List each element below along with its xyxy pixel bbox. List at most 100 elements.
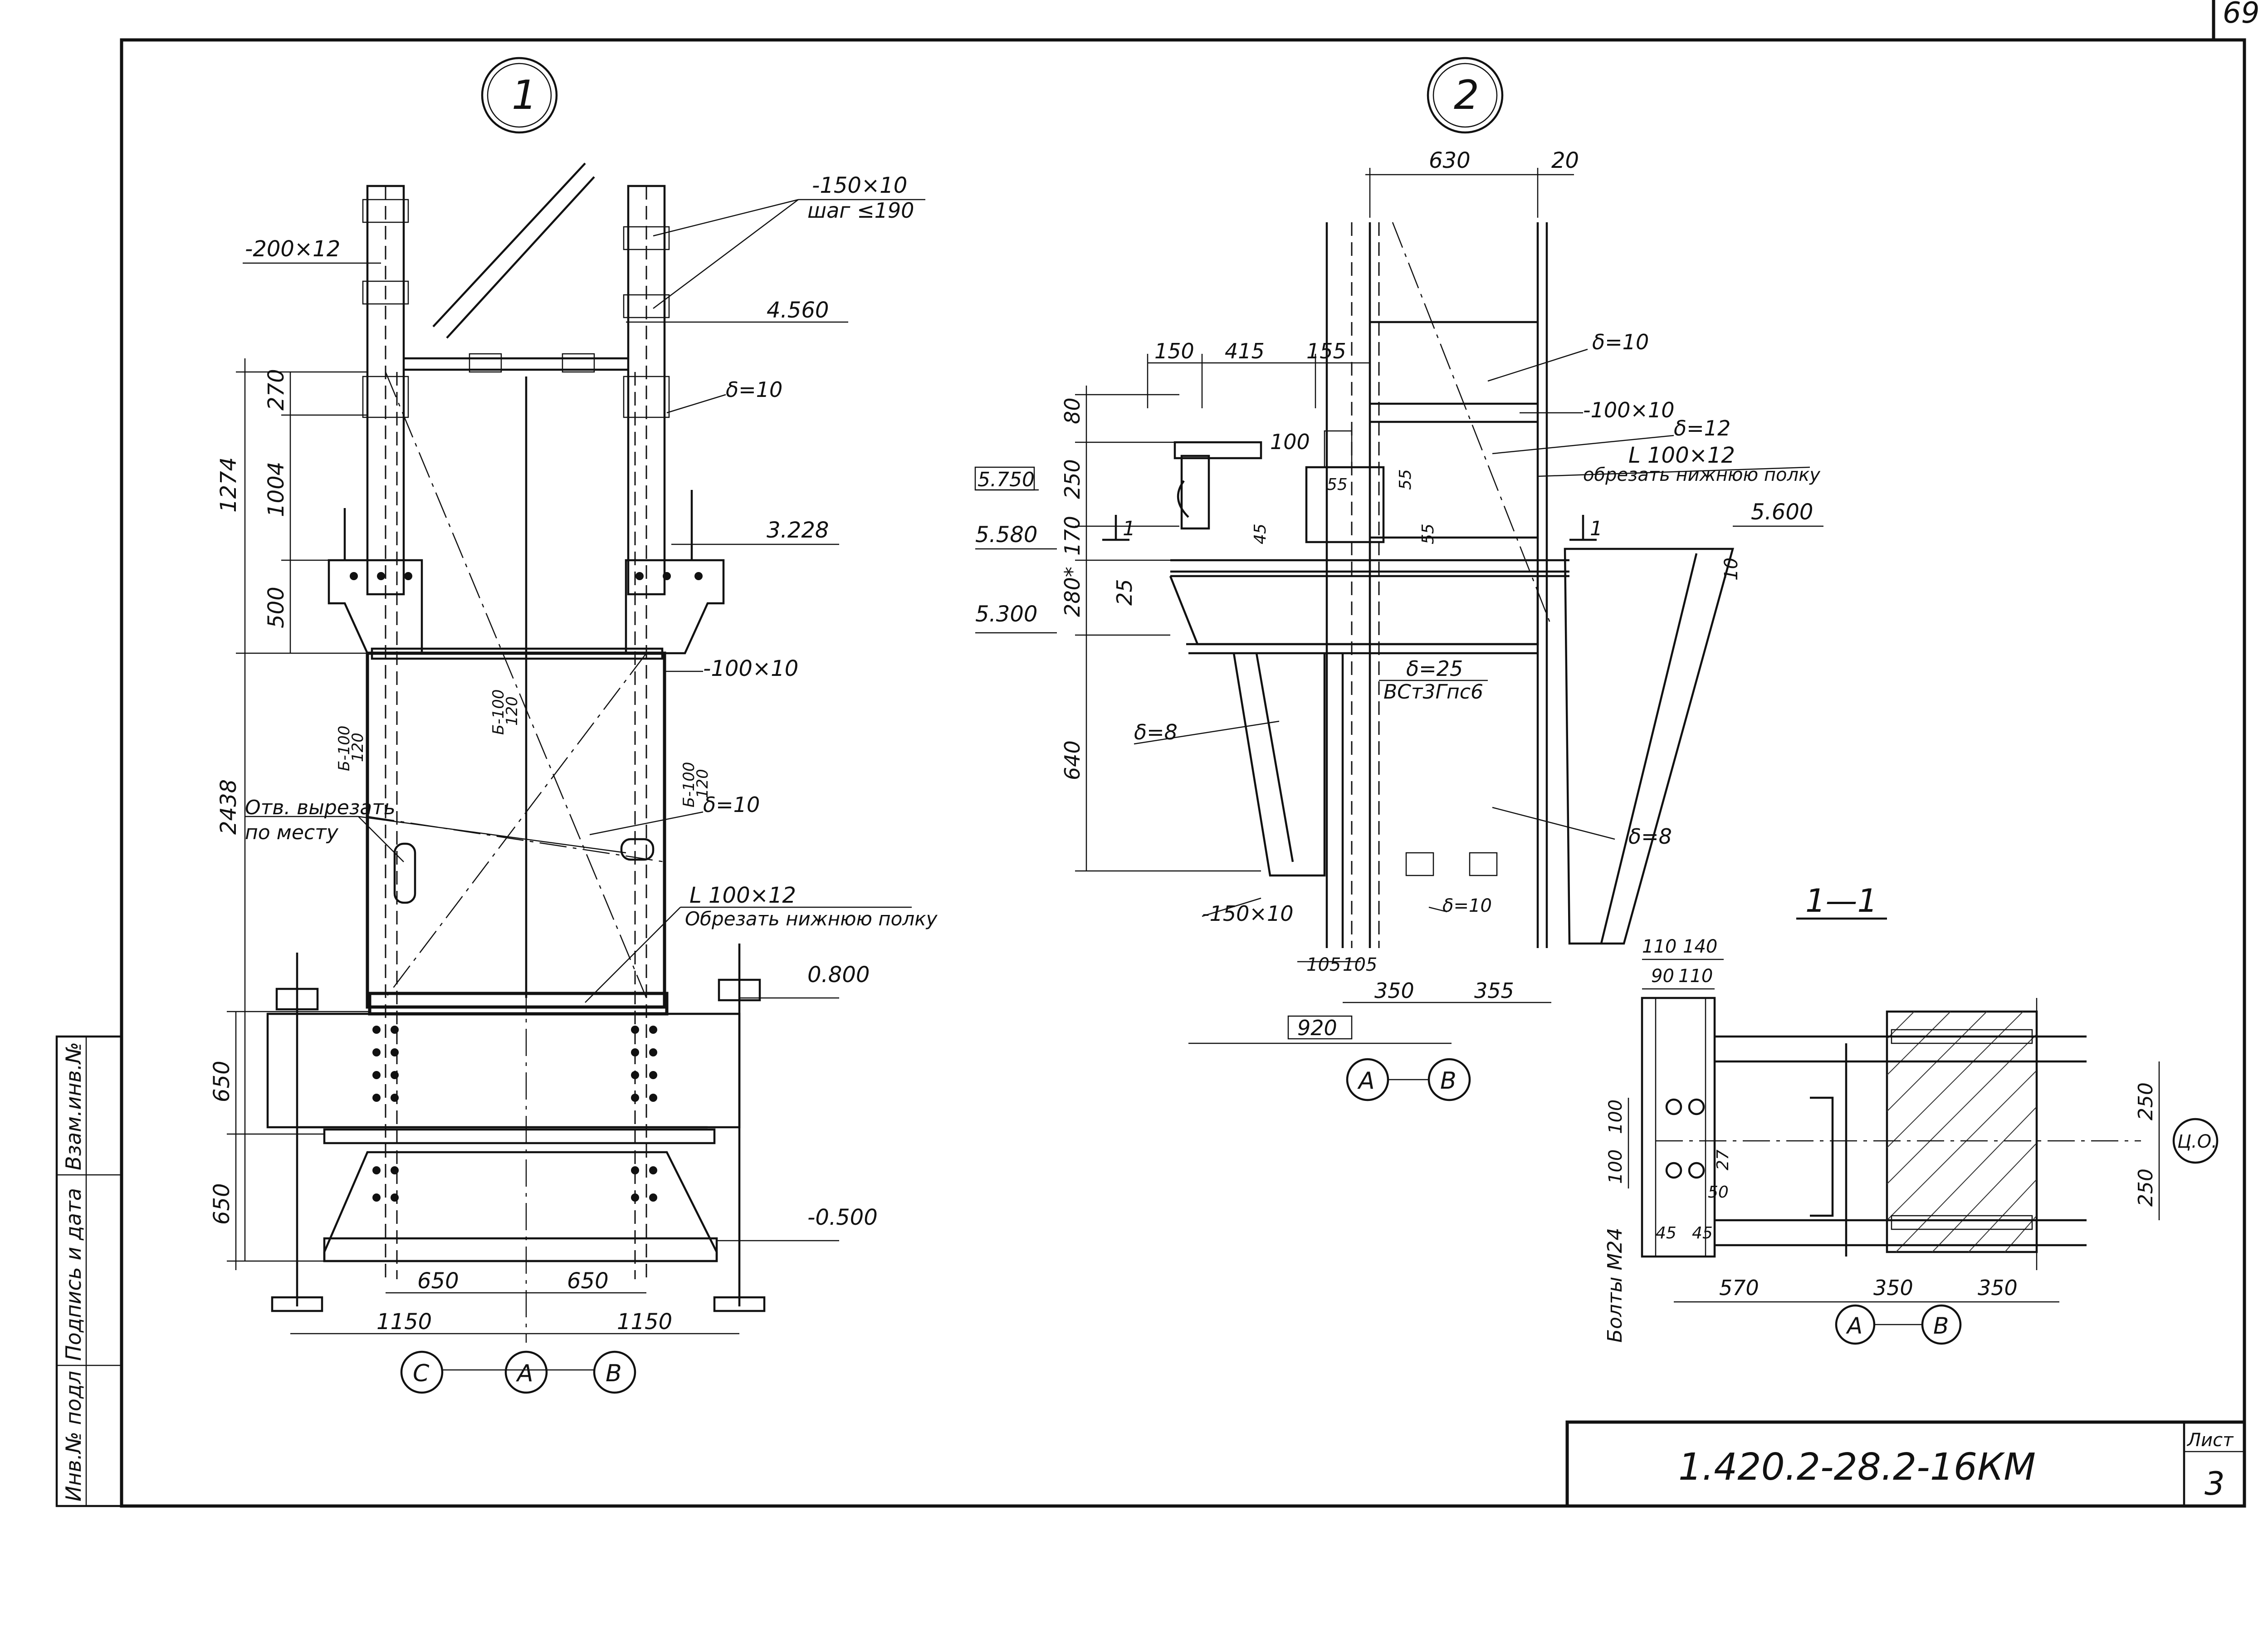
elev-4560: 4.560 xyxy=(767,298,829,323)
dim-45-b: 45 xyxy=(1692,1224,1713,1242)
axis-co-marker xyxy=(2172,1118,2219,1164)
label-delta-8-b: δ=8 xyxy=(1628,824,1672,849)
dim-630: 630 xyxy=(1429,148,1471,173)
label-delta-10-b: δ=10 xyxy=(703,792,760,817)
axis-b-label: В xyxy=(606,1360,622,1387)
view-2-marker xyxy=(1427,57,1504,134)
section-mark-right: 1 xyxy=(1590,517,1603,540)
label-steel: ВСт3Гпс6 xyxy=(1383,680,1483,704)
label-batten-pitch: шаг ≤190 xyxy=(807,198,914,223)
dim-20: 20 xyxy=(1551,148,1579,173)
label-batten: -150×10 xyxy=(812,173,907,198)
title-block: 1.420.2-28.2-16КМ Лист 3 xyxy=(1565,1420,2246,1508)
dim-640: 640 xyxy=(1060,740,1085,780)
axis-a-marker-2 xyxy=(1346,1058,1389,1101)
dim-100-a: 100 xyxy=(1605,1100,1626,1134)
dim-155: 155 xyxy=(1306,339,1346,363)
dim-150: 150 xyxy=(1154,339,1194,363)
hole-note-2: по месту xyxy=(245,821,339,844)
label-c100-1: Б-100 xyxy=(335,726,353,772)
label-c100-1b: 120 xyxy=(349,733,367,762)
dim-55-a: 55 xyxy=(1327,475,1348,494)
dim-45-a: 45 xyxy=(1656,1224,1677,1242)
axis-a-label: А xyxy=(516,1360,533,1387)
label-plate-200x12: -200×12 xyxy=(245,236,340,262)
dim-920: 920 xyxy=(1297,1016,1337,1040)
axis-b-label-3: В xyxy=(1933,1313,1949,1339)
label-delta-10-b: δ=10 xyxy=(1442,895,1492,916)
side-stamp: Инв.№ подл Подпись и дата Взам.инв.№ xyxy=(55,1035,123,1507)
axis-c-marker xyxy=(400,1350,444,1394)
label-plate-150x10: -150×10 xyxy=(1202,901,1293,926)
label-plate-100x10: -100×10 xyxy=(1583,398,1674,422)
sheet-number: 3 xyxy=(2204,1465,2225,1502)
view-2: 2 630 20 xyxy=(974,57,1823,1101)
elev-m0500: -0.500 xyxy=(807,1205,878,1230)
dim-280: 280* xyxy=(1060,567,1085,617)
label-c100-3: Б-100 xyxy=(680,762,698,808)
dim-1150-a: 1150 xyxy=(376,1309,432,1335)
axis-b-marker xyxy=(593,1350,636,1394)
dim-140: 140 xyxy=(1683,936,1717,957)
dim-650-b: 650 xyxy=(209,1183,235,1225)
stamp-inventory: Инв.№ подл xyxy=(61,1371,86,1501)
axis-a-label-2: А xyxy=(1357,1067,1375,1095)
dim-25: 25 xyxy=(1112,579,1137,606)
label-delta-10: δ=10 xyxy=(726,377,782,402)
dim-270: 270 xyxy=(264,369,289,411)
label-angle-note: обрезать нижнюю полку xyxy=(1583,465,1821,485)
dim-90: 90 xyxy=(1651,966,1674,987)
label-c100-2: Б-100 xyxy=(489,689,508,735)
dim-1004: 1004 xyxy=(264,462,289,517)
elev-5580: 5.580 xyxy=(975,522,1037,548)
dim-105-a: 105 xyxy=(1306,954,1341,975)
axis-a-marker-3 xyxy=(1835,1304,1876,1345)
dim-80: 80 xyxy=(1060,397,1085,424)
dim-100: 100 xyxy=(1270,430,1310,454)
dim-1150-b: 1150 xyxy=(617,1309,672,1335)
label-delta-8-a: δ=8 xyxy=(1134,720,1178,744)
axis-b-marker-2 xyxy=(1427,1058,1471,1101)
label-angle: L 100×12 xyxy=(1628,443,1735,468)
dim-350-a: 350 xyxy=(1873,1276,1913,1300)
dim-250-a: 250 xyxy=(2134,1082,2157,1120)
elev-5750: 5.750 xyxy=(978,468,1035,491)
label-delta-10: δ=10 xyxy=(1592,330,1649,354)
dim-100-b: 100 xyxy=(1605,1149,1626,1184)
dim-45: 45 xyxy=(1251,523,1270,544)
dim-27: 27 xyxy=(1714,1149,1732,1170)
dim-415: 415 xyxy=(1225,339,1265,363)
axis-a-label-3: А xyxy=(1846,1313,1862,1339)
dim-650-a: 650 xyxy=(209,1061,235,1102)
elev-3228: 3.228 xyxy=(767,518,829,543)
stamp-replace: Взам.инв.№ xyxy=(61,1042,86,1170)
sheet-frame: 69 xyxy=(120,0,2259,1508)
axis-a-marker xyxy=(504,1350,548,1394)
dim-1274: 1274 xyxy=(216,457,241,513)
dim-250-b: 250 xyxy=(2134,1169,2157,1207)
stamp-signature: Подпись и дата xyxy=(61,1188,86,1361)
dim-650-c: 650 xyxy=(417,1268,459,1294)
label-angle-note: Обрезать нижнюю полку xyxy=(685,908,938,930)
drawing-code: 1.420.2-28.2-16КМ xyxy=(1678,1446,2036,1489)
label-delta-12: δ=12 xyxy=(1674,416,1730,440)
hole-note-1: Отв. вырезать xyxy=(245,796,396,819)
label-plate-100x10: -100×10 xyxy=(703,656,798,681)
dim-55-b: 55 xyxy=(1396,469,1415,490)
dim-55-c: 55 xyxy=(1419,523,1437,544)
dim-250: 250 xyxy=(1060,459,1085,499)
view-1: 1 xyxy=(209,57,938,1394)
axis-b-marker-3 xyxy=(1921,1304,1962,1345)
label-c100-3b: 120 xyxy=(694,769,712,798)
view-1-bolts xyxy=(350,572,703,1202)
sheet-label: Лист xyxy=(2186,1430,2234,1451)
dim-350-b: 350 xyxy=(1978,1276,2018,1300)
elev-0800: 0.800 xyxy=(807,962,870,988)
view-2-marker-label: 2 xyxy=(1454,72,1479,118)
axis-c-label: С xyxy=(413,1360,430,1387)
dim-2438: 2438 xyxy=(216,779,241,835)
elev-5600: 5.600 xyxy=(1751,499,1813,525)
dim-570: 570 xyxy=(1719,1276,1759,1300)
section-1-1: 1—1 xyxy=(1603,882,2219,1345)
